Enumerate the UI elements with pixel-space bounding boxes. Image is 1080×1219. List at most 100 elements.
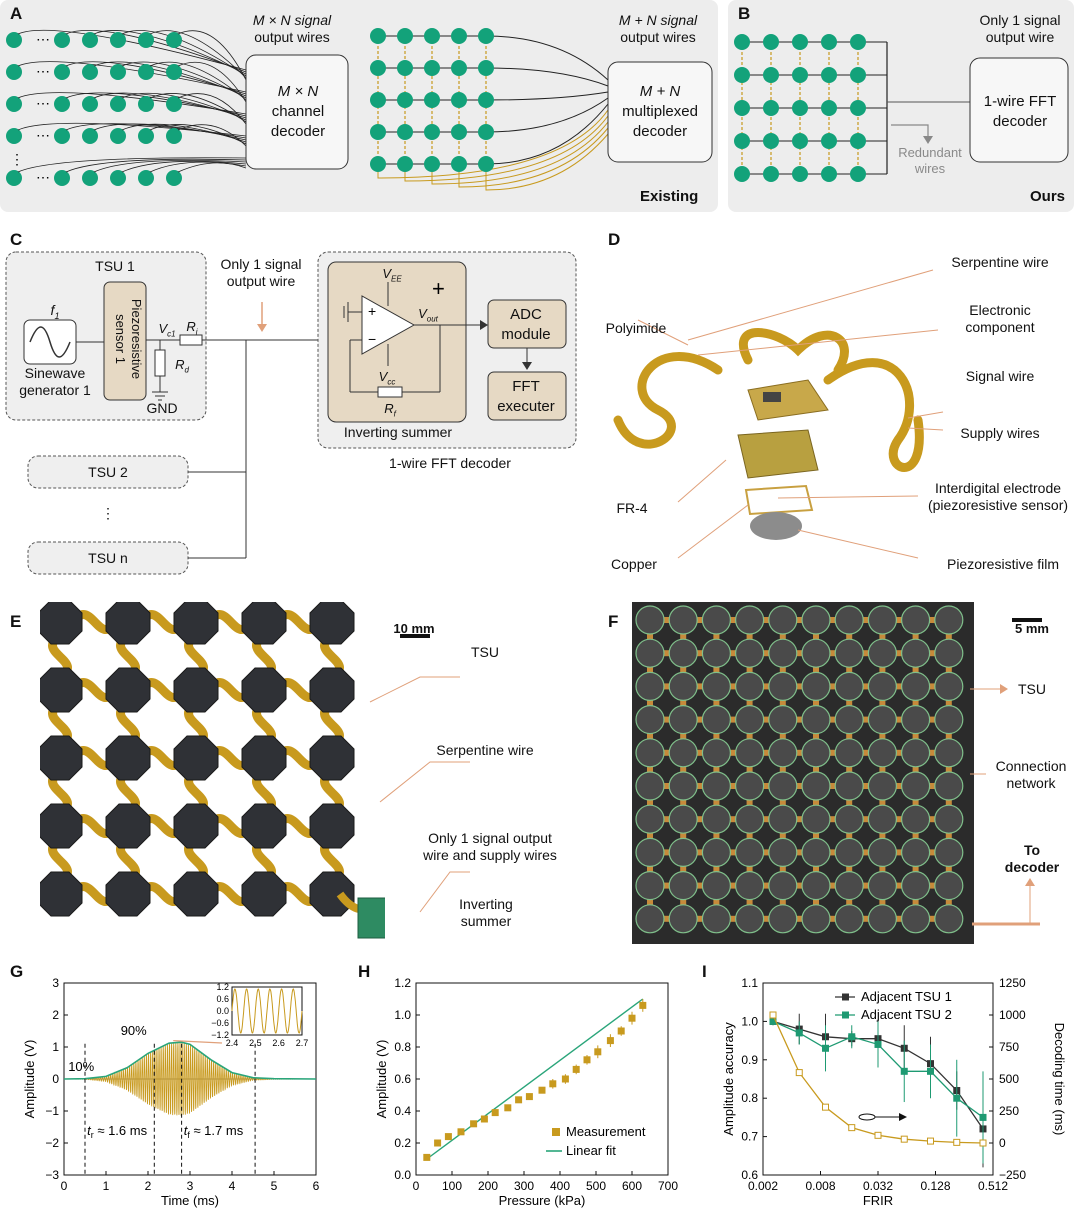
tsu-sensor (635, 671, 665, 702)
signal-wire (121, 160, 247, 173)
y2-tick-label: 1250 (999, 976, 1026, 990)
y-tick-label: 1.2 (394, 976, 411, 990)
tsu-sensor (768, 804, 798, 834)
plus-sign: + (368, 303, 376, 319)
node (166, 32, 182, 48)
inset-y-tick: −0.6 (211, 1018, 229, 1028)
connection (894, 617, 905, 623)
serpentine-top (738, 328, 849, 375)
connection (846, 798, 853, 808)
node (110, 170, 126, 186)
panel-b-diagram (734, 34, 1069, 182)
connection (680, 897, 687, 908)
connection (761, 650, 772, 657)
series-point (848, 1124, 856, 1132)
d-film-label: Piezoresistive film (946, 556, 1060, 572)
tsu-sensor (701, 837, 732, 867)
tsu-sensor (801, 638, 831, 668)
connection (894, 683, 905, 690)
measurement-point (617, 1027, 625, 1035)
node (166, 64, 182, 80)
x-tick-label: 100 (442, 1179, 462, 1193)
signal-wire (17, 61, 247, 93)
series-point (900, 1135, 908, 1143)
connection (828, 783, 838, 789)
tsu-sensor (701, 704, 732, 735)
node (397, 28, 413, 44)
d-polyimide-label: Polyimide (605, 320, 667, 336)
tsu-sensor (668, 738, 698, 768)
tsu-sensor (309, 735, 355, 781)
d-interdigital-label: Interdigital electrode(piezoresistive se… (927, 480, 1069, 513)
node (424, 28, 440, 44)
series-point (874, 1040, 882, 1048)
tsu-sensor (701, 738, 732, 768)
signal-wire (149, 161, 247, 173)
connection (680, 764, 687, 775)
node (451, 28, 467, 44)
tsu-sensor (867, 605, 897, 635)
serpentine-right (823, 358, 924, 472)
y-axis-label: Amplitude (V) (374, 1040, 389, 1119)
connection (761, 915, 772, 922)
leader-line (379, 761, 470, 803)
connection (879, 897, 886, 908)
series-point (979, 1139, 987, 1147)
tsu-sensor (105, 602, 151, 645)
c-tsun-label: TSU n (88, 550, 128, 566)
connection (761, 716, 772, 723)
node (138, 32, 154, 48)
connection (894, 650, 905, 657)
y-tick-label: −1 (45, 1104, 59, 1118)
col-wire (458, 127, 609, 188)
tsu-sensor (768, 904, 798, 934)
node (166, 128, 182, 144)
node (424, 92, 440, 108)
node (763, 133, 779, 149)
panel-letter-b: B (738, 4, 751, 23)
node (734, 133, 750, 149)
leader-line (907, 411, 944, 419)
y-tick-label: −3 (45, 1168, 59, 1182)
node (850, 34, 866, 50)
connection (813, 665, 819, 676)
tsu-sensor (241, 803, 287, 849)
node (166, 170, 182, 186)
connection (779, 864, 786, 875)
tsu-sensor (934, 837, 964, 867)
x-axis-label: Time (ms) (161, 1193, 219, 1208)
signal-wire (177, 124, 247, 147)
node (734, 34, 750, 50)
signal-wire (65, 61, 247, 95)
arrow-head (1000, 684, 1008, 694)
connection (861, 683, 872, 690)
node (138, 128, 154, 144)
node (110, 32, 126, 48)
y-tick-label: −2 (45, 1136, 59, 1150)
tsu-sensor (701, 605, 732, 635)
x-tick-label: 0.002 (748, 1179, 778, 1193)
node (821, 166, 837, 182)
connection (779, 731, 786, 742)
measurement-point (538, 1086, 546, 1094)
arrow-head (257, 324, 267, 332)
connection (794, 915, 805, 922)
tsu-sensor (241, 602, 287, 645)
tsu-sensor (701, 871, 732, 901)
connection (779, 698, 786, 709)
connection (746, 764, 753, 775)
connection (794, 816, 805, 823)
plus-symbol: + (432, 276, 445, 301)
x-tick-label: 0.512 (978, 1179, 1008, 1193)
interdigital-electrode (744, 484, 814, 516)
pcb-top (747, 379, 829, 421)
tsu-sensor (801, 771, 831, 801)
arrow-head (480, 320, 488, 330)
connection (945, 798, 952, 808)
serpentine-left (613, 352, 723, 449)
tsu-sensor (173, 803, 219, 849)
fft-box (487, 371, 567, 421)
connection (894, 749, 905, 756)
